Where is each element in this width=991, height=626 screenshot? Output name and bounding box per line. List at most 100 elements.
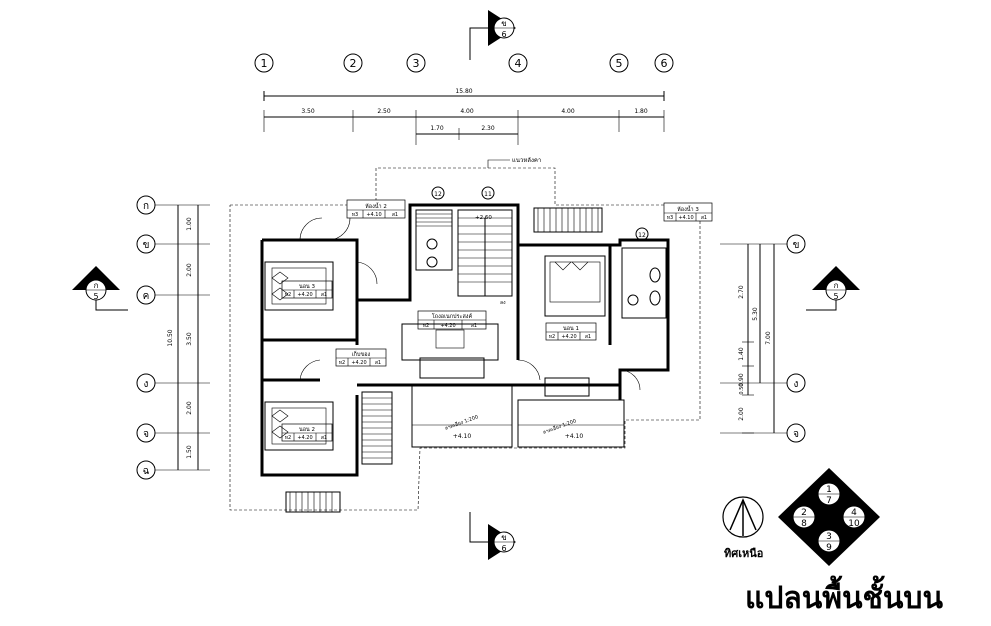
stairs-left-exterior [285, 391, 393, 513]
room-tag-storage: เก็บของ ห2 +4.20 ส1 [335, 348, 387, 367]
grid-col-1: 1 [254, 53, 274, 73]
svg-text:ห้องน้ำ 2: ห้องน้ำ 2 [365, 202, 387, 210]
room-tag-multipurpose-hall: โถงอเนกประสงค์ ห2 +4.20 ส1 [417, 310, 487, 330]
svg-text:+4.20: +4.20 [440, 323, 455, 329]
svg-text:2.00: 2.00 [186, 263, 193, 277]
svg-text:6: 6 [661, 57, 668, 70]
svg-text:2: 2 [350, 57, 357, 70]
svg-text:1.80: 1.80 [634, 108, 648, 115]
svg-text:6: 6 [501, 30, 506, 39]
svg-text:ส1: ส1 [701, 215, 707, 221]
svg-text:2.00: 2.00 [186, 401, 193, 415]
svg-text:ข: ข [793, 240, 800, 251]
svg-text:นอน 3: นอน 3 [299, 284, 316, 290]
svg-text:นอน 2: นอน 2 [299, 427, 315, 433]
svg-text:ห2: ห2 [549, 334, 555, 340]
svg-text:ห2: ห2 [285, 435, 291, 441]
svg-text:ห้องน้ำ 3: ห้องน้ำ 3 [677, 205, 699, 213]
svg-text:+4.20: +4.20 [351, 360, 366, 366]
room-tag-bedroom-3: นอน 3 ห2 +4.20 ส1 [281, 280, 333, 299]
svg-text:5: 5 [616, 57, 623, 70]
svg-text:7: 7 [826, 496, 832, 506]
svg-text:ห3: ห3 [667, 215, 673, 221]
svg-text:ก: ก [143, 201, 149, 212]
svg-text:+4.10: +4.10 [565, 433, 584, 440]
svg-text:9: 9 [826, 543, 832, 553]
room-tag-bedroom-1: นอน 1 ห2 +4.20 ส1 [545, 322, 597, 341]
svg-text:4: 4 [515, 57, 522, 70]
bathroom-2-fixtures [415, 209, 453, 271]
svg-text:ก: ก [834, 281, 839, 290]
svg-text:จ: จ [793, 429, 799, 440]
grid-col-2: 2 [343, 53, 363, 73]
svg-text:จ: จ [143, 429, 149, 440]
svg-text:1: 1 [261, 57, 268, 70]
svg-text:+4.10: +4.10 [678, 215, 693, 221]
svg-text:4.00: 4.00 [460, 108, 474, 115]
svg-text:2.30: 2.30 [481, 125, 495, 132]
svg-text:+4.20: +4.20 [561, 334, 576, 340]
svg-text:ข: ข [501, 533, 506, 542]
svg-text:+4.10: +4.10 [366, 212, 381, 218]
door-swings [299, 217, 641, 391]
svg-text:ส1: ส1 [321, 292, 327, 298]
balcony-left: +4.10 ลาดเอียง 1:200 [444, 413, 479, 440]
grid-row-bubbles-right: ข ง จ [720, 234, 806, 443]
svg-text:6: 6 [501, 544, 506, 553]
svg-text:5.30: 5.30 [752, 307, 759, 321]
svg-text:ห2: ห2 [339, 360, 345, 366]
svg-text:3.50: 3.50 [186, 332, 193, 346]
stair: +2.60 ลง [457, 209, 513, 306]
grid-col-5: 5 [609, 53, 629, 73]
grid-col-3: 3 [406, 53, 426, 73]
tag-circles: 12 11 12 [431, 186, 649, 241]
svg-text:3.50: 3.50 [301, 108, 315, 115]
svg-text:4.00: 4.00 [561, 108, 575, 115]
roof-note: แนวหลังคา [512, 157, 541, 164]
svg-text:1.40: 1.40 [738, 347, 745, 361]
balcony-right: +4.10 ลาดเอียง 1:200 [542, 417, 584, 440]
svg-text:12: 12 [434, 191, 442, 198]
svg-text:ค: ค [143, 291, 150, 302]
svg-text:ห3: ห3 [352, 212, 358, 218]
section-marker-bottom: ข 6 [469, 512, 516, 560]
svg-text:ส1: ส1 [471, 323, 477, 329]
svg-text:ห2: ห2 [423, 323, 429, 329]
svg-text:10: 10 [848, 519, 860, 529]
svg-text:เก็บของ: เก็บของ [352, 350, 371, 358]
svg-text:+4.20: +4.20 [297, 292, 312, 298]
svg-text:12: 12 [638, 232, 646, 239]
dim-total-top: 15.80 [455, 88, 472, 95]
svg-text:1.70: 1.70 [430, 125, 444, 132]
svg-text:0.90: 0.90 [738, 373, 745, 387]
bed-bedroom-1 [544, 255, 606, 317]
bed-bedroom-2 [264, 401, 334, 451]
right-dimensions: 2.70 1.40 0.90 0.50 2.00 5.30 7.00 [738, 244, 775, 434]
svg-text:ง: ง [144, 379, 149, 390]
svg-text:1.50: 1.50 [186, 445, 193, 459]
svg-text:ส1: ส1 [321, 435, 327, 441]
sofa-hall [401, 323, 499, 379]
svg-text:2: 2 [801, 508, 807, 518]
svg-text:11: 11 [484, 191, 492, 198]
svg-text:0.50: 0.50 [739, 383, 745, 394]
svg-text:5: 5 [833, 292, 838, 301]
grid-col-6: 6 [654, 53, 674, 73]
svg-text:ส1: ส1 [392, 212, 398, 218]
svg-text:5: 5 [93, 292, 98, 301]
svg-text:ง: ง [794, 379, 799, 390]
stair-level: +2.60 [475, 215, 492, 221]
svg-text:ข: ข [143, 240, 150, 251]
svg-text:1: 1 [826, 485, 832, 495]
svg-text:ข: ข [501, 19, 506, 28]
wardrobe-bedroom-1 [533, 207, 603, 233]
svg-text:นอน 1: นอน 1 [563, 326, 579, 332]
section-marker-left: ก 5 [72, 266, 128, 311]
svg-text:8: 8 [801, 519, 807, 529]
section-marker-top: ข 6 [469, 10, 516, 60]
svg-text:ลาดเอียง 1:200: ลาดเอียง 1:200 [444, 413, 479, 432]
grid-col-4: 4 [508, 53, 528, 73]
svg-text:3: 3 [413, 57, 420, 70]
